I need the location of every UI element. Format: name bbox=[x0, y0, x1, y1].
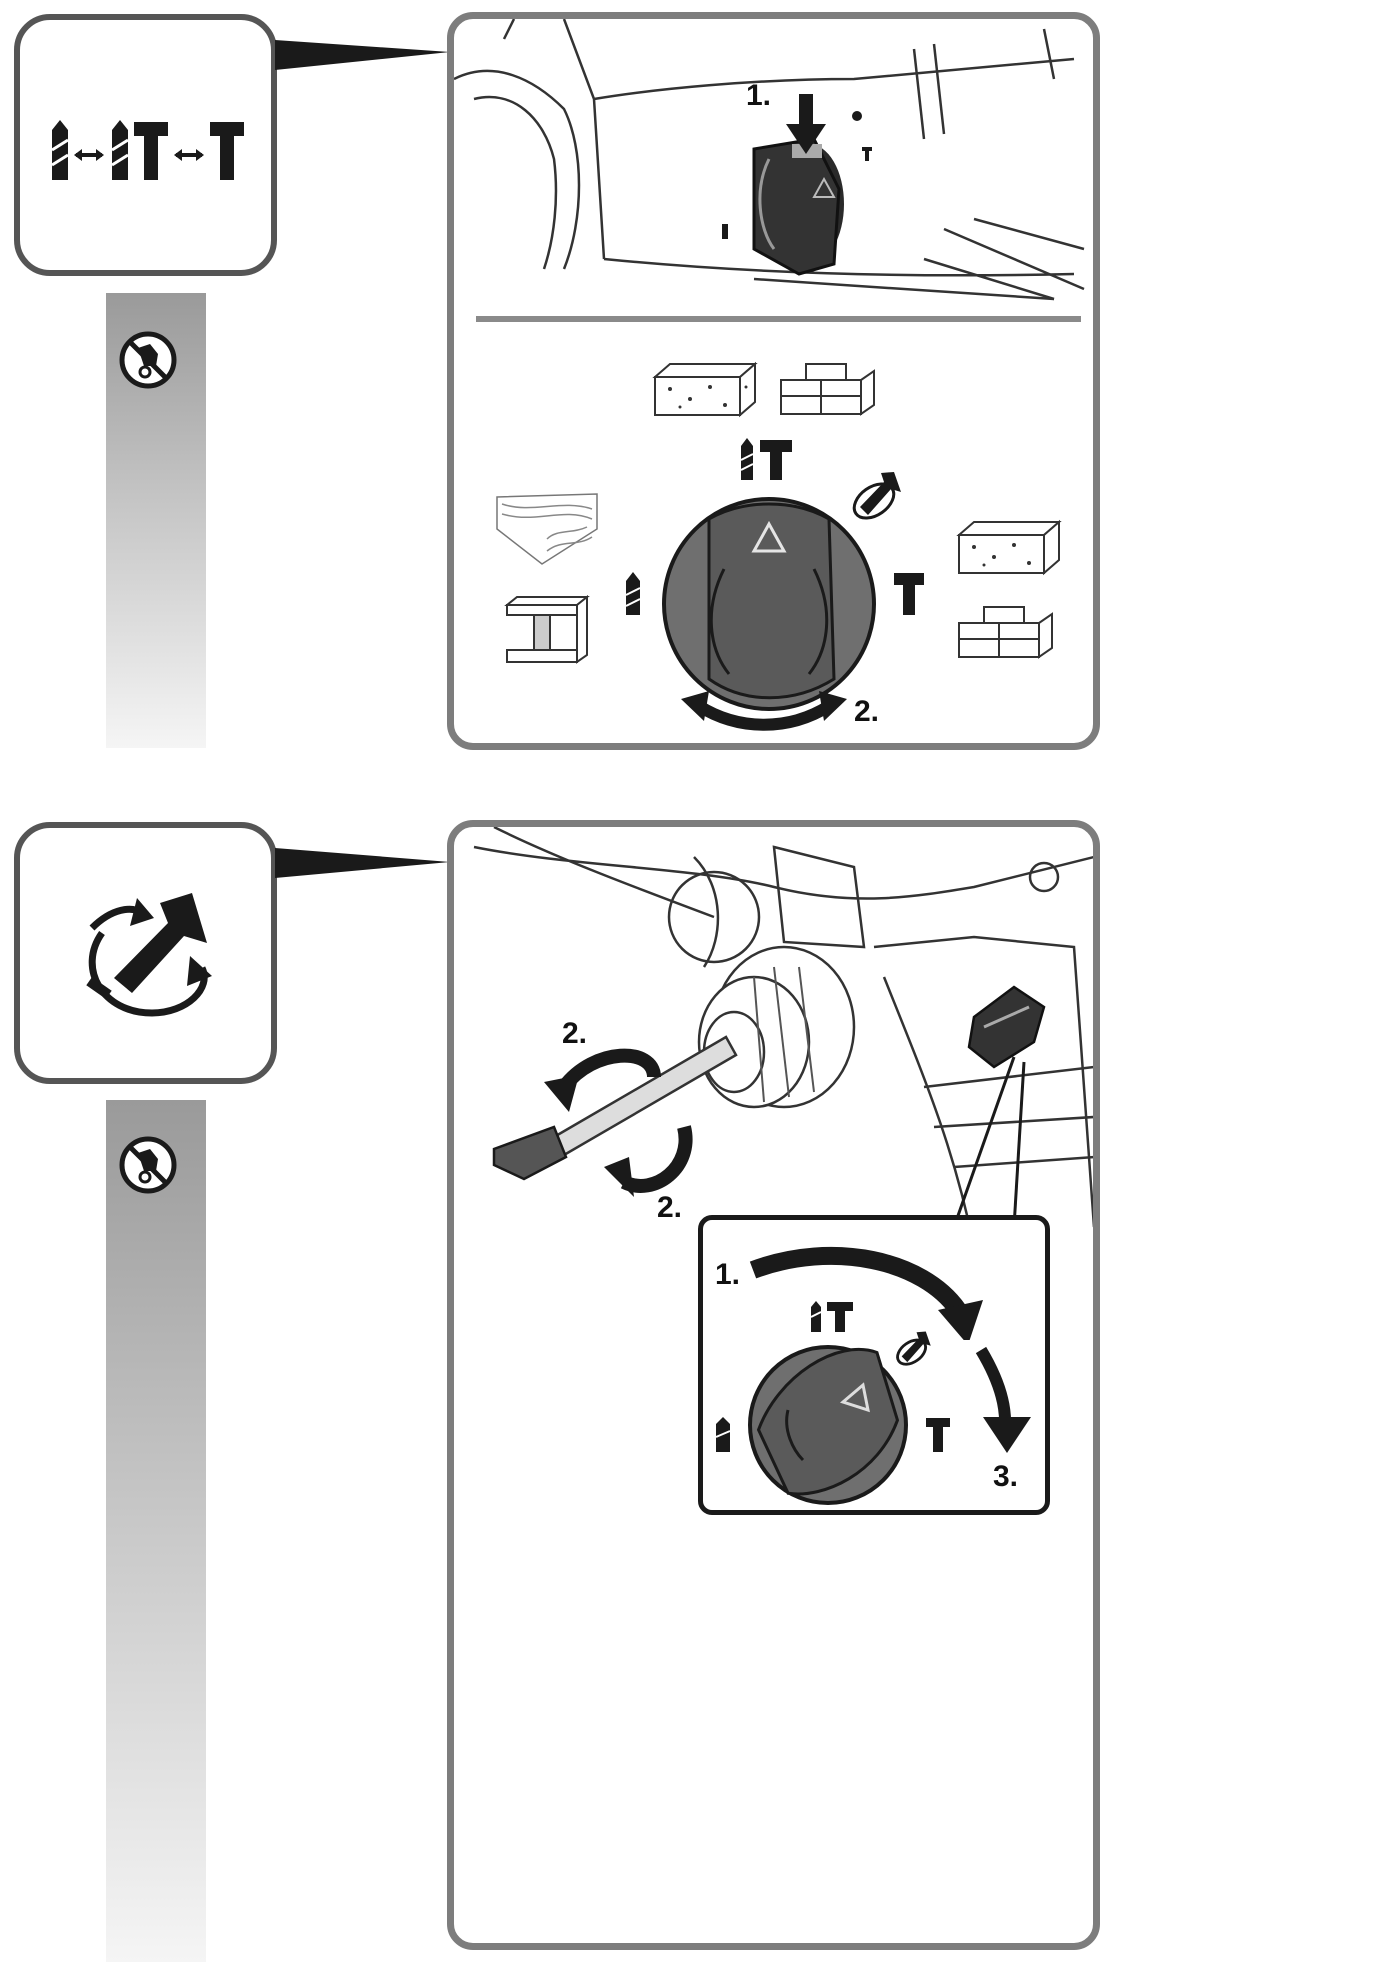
step-rotate-chisel-b-label: 2. bbox=[657, 1191, 683, 1224]
steel-beam-icon bbox=[504, 595, 590, 664]
step-turn-dial-label: 1. bbox=[715, 1258, 741, 1291]
step-lock-label: 3. bbox=[993, 1460, 1019, 1493]
step-rotate-chisel-a-label: 2. bbox=[562, 1017, 588, 1050]
mode-selector-dial-detail bbox=[748, 1345, 908, 1505]
drill-body-illustration bbox=[454, 19, 1085, 301]
wood-plank-icon bbox=[496, 493, 598, 565]
no-hand-contact-icon bbox=[119, 331, 177, 389]
drill-icon bbox=[625, 572, 641, 615]
chisel-position-adjust-icon bbox=[86, 893, 212, 1017]
rotate-dial-arrow bbox=[681, 691, 847, 731]
callout-pointer-bottom bbox=[275, 848, 450, 878]
chisel-rotate-small-icon bbox=[896, 1331, 931, 1366]
brick-wall-right-icon bbox=[958, 606, 1053, 659]
hammer-drill-small-icon bbox=[810, 1301, 853, 1332]
hammer-drill-icon bbox=[740, 438, 792, 480]
chisel-small-icon bbox=[926, 1418, 950, 1452]
brick-wall-icon bbox=[780, 363, 875, 416]
concrete-block-right-icon bbox=[956, 519, 1062, 576]
no-hand-contact-icon-bottom bbox=[119, 1136, 177, 1194]
chisel-rotate-icon bbox=[852, 472, 901, 520]
warning-bar-bottom bbox=[106, 1100, 206, 1962]
top-instruction-panel: 1. bbox=[447, 12, 1100, 750]
turn-dial-arrow bbox=[749, 1246, 983, 1340]
step-rotate-label: 2. bbox=[854, 695, 880, 728]
panel-divider bbox=[476, 316, 1081, 322]
drill-small-icon bbox=[715, 1417, 731, 1452]
bottom-instruction-panel: 2. 2. 1. bbox=[447, 820, 1100, 1950]
lock-arrow bbox=[975, 1346, 1031, 1453]
bottom-mode-symbol-box bbox=[14, 822, 277, 1084]
mode-selector-dial bbox=[662, 497, 876, 711]
drill-hammer-switch-icon bbox=[51, 120, 244, 180]
drill-with-chisel-illustration bbox=[473, 827, 1093, 1248]
callout-pointer-top bbox=[275, 40, 450, 70]
chisel-icon bbox=[894, 573, 924, 615]
concrete-block-icon bbox=[652, 361, 758, 418]
dial-detail-inset: 1. bbox=[698, 1215, 1050, 1515]
top-mode-symbol-box bbox=[14, 14, 277, 276]
step-press-label: 1. bbox=[746, 79, 772, 112]
